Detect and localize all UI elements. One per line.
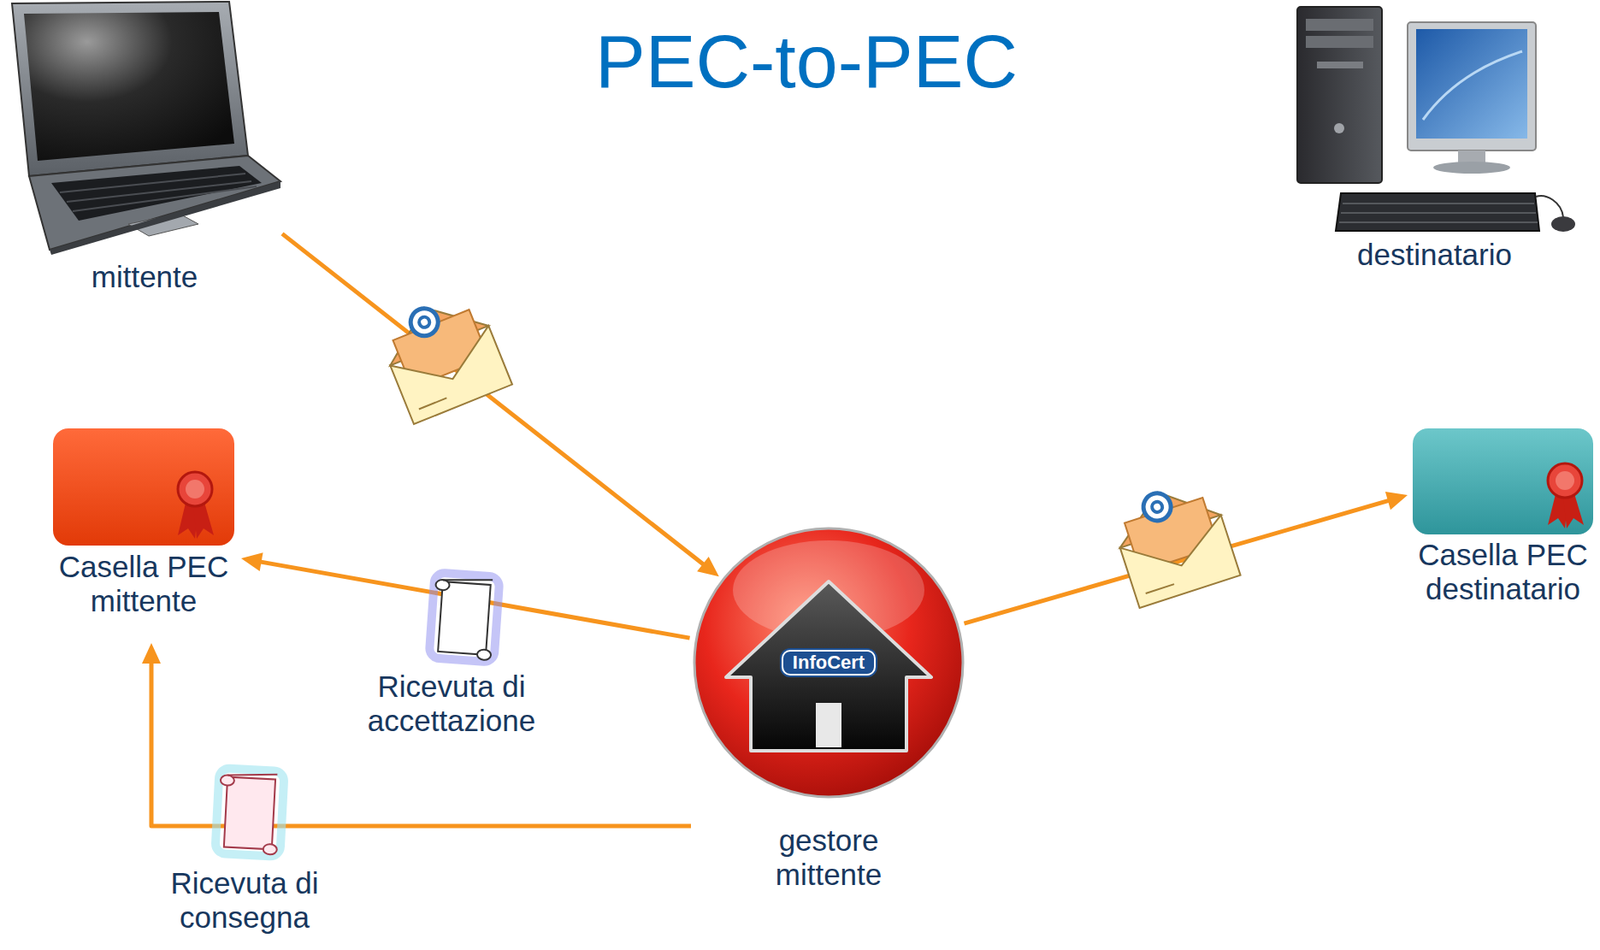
envelope-line (419, 397, 447, 409)
scroll-body (224, 777, 276, 851)
mouse-cable (1535, 195, 1564, 218)
drive-slot (1316, 61, 1364, 69)
sender-node: mittente (6, 1, 283, 250)
laptop-screen (23, 11, 235, 161)
laptop-base (29, 155, 281, 250)
edge-label: Ricevuta di consegna (159, 866, 331, 936)
envelope-line (1145, 584, 1175, 594)
pc-keyboard (1335, 193, 1540, 231)
provider-sphere (694, 528, 963, 798)
mailbox-node: Casella PEC mittente (53, 428, 235, 638)
recipient-mailbox-shape (1412, 428, 1594, 535)
at-symbol (1139, 490, 1175, 525)
scroll-curl (220, 774, 236, 786)
laptop-keyboard (51, 165, 262, 221)
house-door (815, 702, 842, 748)
red-sphere (694, 528, 963, 798)
laptop-illustration (11, 1, 281, 255)
receipt-scroll (429, 572, 501, 662)
scroll-top (227, 772, 278, 779)
mailbox-box (1412, 428, 1594, 535)
monitor-screen (1416, 29, 1528, 139)
receipt-scroll (214, 767, 284, 857)
key-row (1339, 221, 1538, 224)
node-label: Casella PEC mittente (53, 549, 235, 620)
mailbox-box (53, 428, 235, 546)
arrow-head (241, 552, 264, 572)
at-symbol (406, 304, 443, 341)
diagram-title: PEC-to-PEC (256, 20, 1357, 104)
sender-mailbox-shape (53, 428, 235, 546)
desktop-illustration (1297, 6, 1576, 232)
pc-tower (1297, 6, 1382, 184)
connector (282, 233, 720, 577)
scroll-curl (477, 649, 492, 661)
laptop-front (49, 181, 281, 255)
node-label: gestore mittente (743, 823, 915, 893)
pc-mouse (1551, 216, 1576, 232)
provider-node: InfoCert gestore mittente (692, 528, 965, 898)
house-icon (726, 581, 932, 751)
scroll-glow (214, 767, 284, 857)
monitor-stand (1458, 150, 1486, 163)
envelope-icon (1107, 476, 1241, 609)
envelope-icon (374, 287, 513, 425)
arrow-head (696, 556, 720, 577)
power-button (1334, 123, 1345, 134)
scroll-glow (429, 572, 501, 662)
at-symbol-core (1151, 500, 1164, 514)
scroll-curl (262, 844, 278, 856)
scroll-top (442, 576, 493, 584)
key-row (1342, 202, 1535, 205)
node-label: mittente (6, 259, 283, 295)
at-symbol-core (417, 315, 431, 330)
node-label: destinatario (1287, 237, 1583, 272)
scroll-body (437, 581, 491, 656)
mailbox-node: Casella PEC destinatario (1412, 428, 1594, 611)
arrow-head (1385, 491, 1408, 510)
logo-text: InfoCert (781, 649, 876, 676)
node-label: Casella PEC destinatario (1412, 537, 1594, 608)
key-row (59, 173, 246, 193)
drive-bay (1305, 18, 1374, 31)
connector-line (282, 233, 704, 565)
ribbon-rosette (1547, 463, 1583, 498)
drive-bay (1305, 35, 1374, 48)
ribbon-center (185, 479, 205, 499)
envelope-pocket (389, 325, 513, 425)
ribbon-center (1555, 471, 1575, 491)
arrow-head (141, 643, 161, 664)
ribbon-rosette (177, 472, 213, 507)
monitor-base (1433, 161, 1511, 174)
monitor-frame (1407, 22, 1536, 151)
laptop-lid (11, 1, 248, 177)
edge-label: Ricevuta di accettazione (361, 669, 542, 739)
recipient-node: destinatario (1287, 3, 1583, 237)
screen-swirl (1422, 51, 1523, 120)
scroll-curl (435, 579, 450, 591)
connector (963, 491, 1408, 624)
key-row (1340, 212, 1536, 214)
envelope-pocket (1120, 514, 1241, 609)
connector (141, 643, 691, 827)
